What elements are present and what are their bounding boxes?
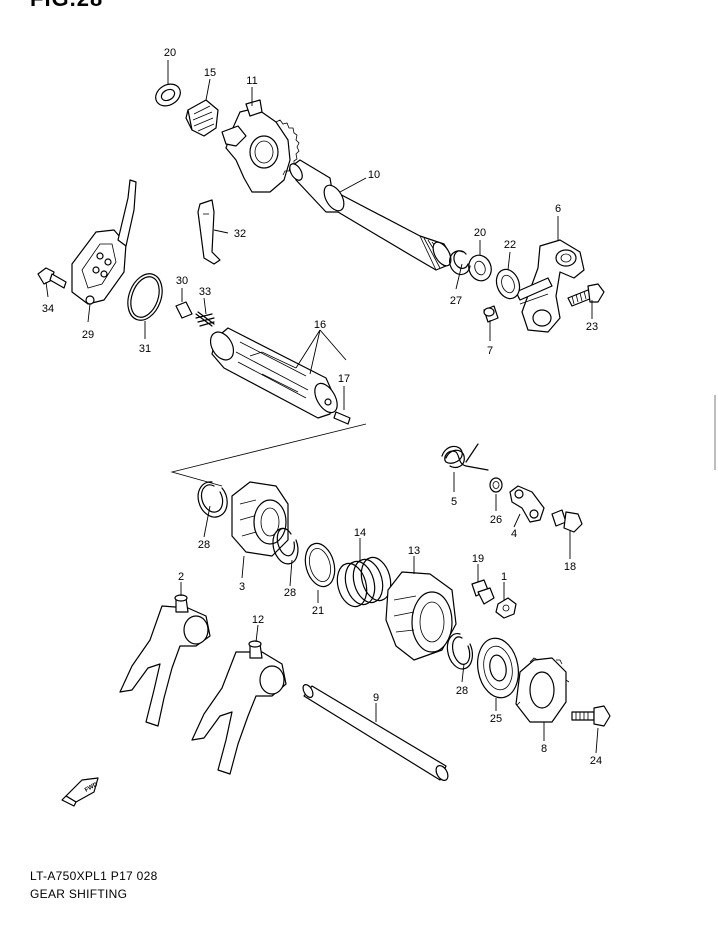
part-spring-5	[441, 443, 489, 471]
callout-33: 33	[199, 286, 211, 298]
callout-12: 12	[252, 614, 264, 626]
part-bearing-25	[477, 637, 519, 699]
callout-20: 20	[164, 47, 176, 59]
callout-28-left: 28	[198, 539, 210, 551]
callout-32: 32	[234, 228, 246, 240]
part-lever-6	[515, 239, 585, 333]
callout-30: 30	[176, 275, 188, 287]
part-spring-14	[336, 556, 392, 608]
callout-8: 8	[541, 743, 547, 755]
callout-31: 31	[139, 343, 151, 355]
callout-20-right: 20	[474, 227, 486, 239]
callout-7: 7	[487, 345, 493, 357]
part-cam-13	[385, 571, 457, 661]
callout-labels: 20 15 11 10 32 6 20 22 34 29 31 30 33 16…	[42, 47, 602, 767]
part-gearshift-arm-11	[221, 99, 300, 193]
callout-28-right: 28	[456, 685, 468, 697]
fwd-arrow-icon	[61, 777, 99, 807]
callout-18: 18	[564, 561, 576, 573]
part-washer-20-right	[468, 254, 492, 282]
part-oring-31	[127, 273, 163, 321]
part-shaft-10	[289, 159, 452, 271]
callout-10: 10	[368, 169, 380, 181]
part-circlip-27	[449, 250, 471, 276]
callout-2: 2	[178, 571, 184, 583]
part-plate-8	[515, 657, 570, 723]
callout-4: 4	[511, 528, 517, 540]
part-pin-32	[197, 199, 221, 265]
part-spring-15	[185, 99, 219, 137]
callout-19: 19	[472, 553, 484, 565]
part-fork-2	[119, 594, 211, 727]
callout-34: 34	[42, 303, 54, 315]
part-cam-drum-16	[209, 327, 338, 419]
callout-3: 3	[239, 581, 245, 593]
callout-24: 24	[590, 755, 602, 767]
section-name-label: GEAR SHIFTING	[30, 887, 128, 901]
part-circlip-28-left	[197, 481, 228, 518]
part-circlip-28-right	[446, 633, 473, 670]
part-bolt-24	[571, 705, 611, 727]
part-bolt-23	[567, 283, 605, 307]
part-bolt-34	[37, 267, 67, 289]
part-washer-26	[489, 477, 503, 493]
callout-26: 26	[490, 514, 502, 526]
page-edge-mark	[714, 395, 716, 470]
leader-lines	[45, 60, 599, 754]
part-pin-30	[175, 301, 193, 319]
part-pin-17	[333, 411, 351, 425]
part-stopper-4	[509, 485, 545, 523]
callout-17: 17	[338, 373, 350, 385]
callout-6: 6	[555, 203, 561, 215]
callout-1: 1	[501, 571, 507, 583]
part-bolt-18	[551, 509, 583, 533]
part-spring-33	[195, 311, 215, 327]
part-washer-21	[304, 542, 336, 588]
part-fork-12	[191, 640, 287, 775]
callout-11: 11	[246, 75, 257, 87]
part-washer-20-top	[155, 83, 181, 107]
callout-15: 15	[204, 67, 216, 79]
part-circlip-28-mid	[272, 527, 299, 565]
callout-29: 29	[82, 329, 94, 341]
callout-16: 16	[314, 319, 326, 331]
part-fork-shaft-9	[302, 684, 449, 781]
callout-9: 9	[373, 692, 379, 704]
part-cover-29	[71, 179, 137, 305]
callout-21: 21	[312, 605, 324, 617]
part-cam-3	[231, 481, 289, 557]
part-collar-7	[483, 305, 499, 323]
callout-25: 25	[490, 713, 502, 725]
part-bolt-19	[471, 579, 495, 605]
callout-23: 23	[586, 321, 598, 333]
callout-14: 14	[354, 527, 366, 539]
callout-13: 13	[408, 545, 420, 557]
part-bearing-22	[495, 268, 521, 300]
model-code-label: LT-A750XPL1 P17 028	[30, 869, 158, 883]
part-nut-1	[495, 597, 517, 619]
figure-title: FIG.28	[30, 0, 103, 12]
callout-5: 5	[451, 496, 457, 508]
callout-28-mid: 28	[284, 587, 296, 599]
callout-27: 27	[450, 295, 462, 307]
section-divider	[170, 423, 367, 487]
callout-22: 22	[504, 239, 516, 251]
